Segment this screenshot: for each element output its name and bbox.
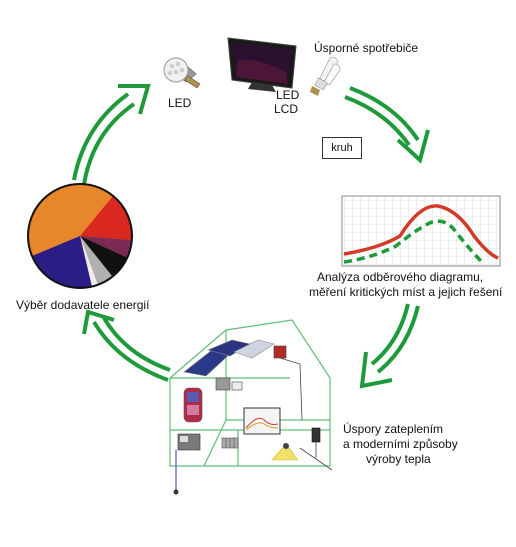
cycle-arrow-left	[72, 84, 151, 185]
cycle-arrow-right	[359, 303, 420, 389]
supplier-pie-chart	[27, 183, 133, 289]
analysis-label-line1: Analýza odběrového diagramu,	[317, 270, 484, 284]
light-icon	[271, 443, 299, 461]
tv-icon	[227, 37, 297, 92]
cycle-button[interactable]: kruh	[322, 137, 362, 159]
monitor-chart-icon	[243, 407, 281, 435]
solar-panel-icon	[183, 339, 275, 377]
supplier-label: Výběr dodavatele energií	[16, 298, 150, 312]
analysis-label-line2: měření kritických míst a jejich řešení	[309, 285, 503, 299]
savings-label-line2: a moderními způsoby	[343, 437, 458, 451]
thermostat-icon	[215, 377, 243, 391]
led-bulb-icon	[163, 57, 201, 89]
energy-saving-bulb-icon	[310, 57, 341, 96]
savings-label-line1: Úspory zateplením	[343, 422, 444, 436]
radiator-icon	[221, 437, 239, 449]
cycle-arrow-bottom-left	[82, 309, 171, 382]
sensor-icon	[299, 427, 333, 471]
cycle-arrow-top-right	[344, 86, 430, 164]
energy-saving-appliances-label: Úsporné spotřebiče	[314, 41, 419, 55]
led-lcd-label-line1: LED	[276, 88, 300, 102]
consumption-diagram-icon	[341, 195, 501, 267]
led-label: LED	[168, 96, 192, 110]
savings-label-line3: výroby tepla	[366, 452, 431, 466]
roof-unit-icon	[273, 345, 303, 421]
boiler-icon	[173, 433, 201, 495]
water-tank-icon	[183, 387, 203, 423]
led-lcd-label-line2: LCD	[274, 102, 299, 116]
